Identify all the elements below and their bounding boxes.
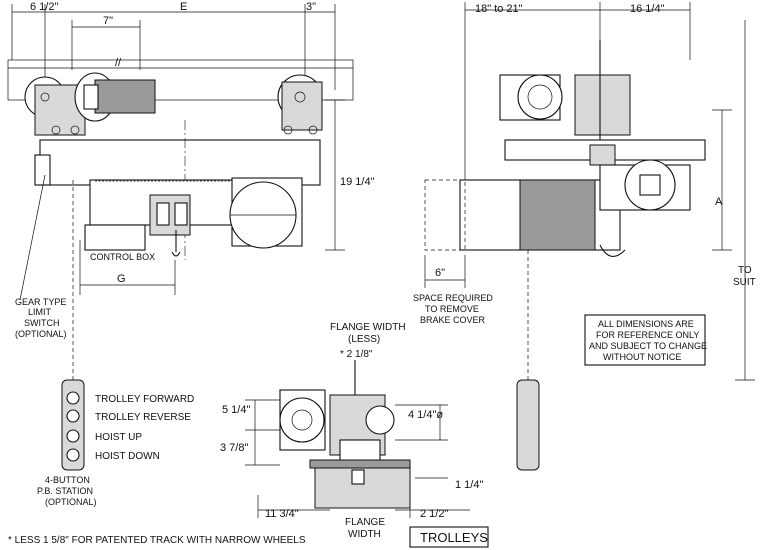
svg-text:(OPTIONAL): (OPTIONAL) bbox=[45, 497, 97, 507]
dim-G: G bbox=[117, 273, 126, 285]
dim-18-21: 18" to 21" bbox=[475, 3, 523, 15]
title: TROLLEYS bbox=[420, 530, 488, 545]
dim-E: E bbox=[180, 1, 187, 13]
button-trolley-forward: TROLLEY FORWARD bbox=[95, 394, 194, 405]
svg-text:ALL DIMENSIONS ARE: ALL DIMENSIONS ARE bbox=[598, 319, 694, 329]
dim-5-quarter: 5 1/4" bbox=[222, 404, 250, 416]
dim-7: 7" bbox=[103, 15, 113, 27]
svg-text:(LESS): (LESS) bbox=[348, 334, 380, 345]
trolley-end-detail bbox=[245, 360, 470, 518]
end-view bbox=[424, 2, 755, 471]
dim-A: A bbox=[715, 196, 723, 208]
svg-text:(OPTIONAL): (OPTIONAL) bbox=[15, 329, 67, 339]
svg-text:SPACE REQUIRED: SPACE REQUIRED bbox=[413, 293, 493, 303]
button-hoist-up: HOIST UP bbox=[95, 432, 142, 443]
flange-width-bottom-label: FLANGE WIDTH bbox=[345, 517, 385, 540]
svg-text:GEAR TYPE: GEAR TYPE bbox=[15, 297, 66, 307]
dim-6-half: 6 1/2" bbox=[30, 1, 58, 13]
dim-2-eighth: * 2 1/8" bbox=[340, 349, 373, 360]
svg-text:SUIT: SUIT bbox=[733, 277, 756, 288]
svg-text:P.B. STATION: P.B. STATION bbox=[37, 486, 93, 496]
dim-6: 6" bbox=[435, 267, 445, 279]
reference-note-box bbox=[584, 314, 706, 366]
dim-16-quarter: 16 1/4" bbox=[630, 3, 665, 15]
gear-limit-label: GEAR TYPE LIMIT SWITCH (OPTIONAL) bbox=[15, 297, 67, 339]
station-label: 4-BUTTON P.B. STATION (OPTIONAL) bbox=[37, 475, 97, 507]
dim-3: 3" bbox=[306, 1, 316, 13]
dim-4-quarter-dia: 4 1/4"ø bbox=[408, 409, 443, 421]
side-view: // bbox=[7, 4, 354, 380]
svg-text:AND SUBJECT TO CHANGE: AND SUBJECT TO CHANGE bbox=[589, 341, 707, 351]
dim-3-7-8: 3 7/8" bbox=[220, 442, 248, 454]
title-box bbox=[409, 526, 489, 548]
reference-note: ALL DIMENSIONS ARE FOR REFERENCE ONLY AN… bbox=[589, 319, 707, 362]
to-suit-label: TO SUIT bbox=[733, 265, 756, 288]
footnote: * LESS 1 5/8" FOR PATENTED TRACK WITH NA… bbox=[8, 535, 306, 546]
space-required-label: SPACE REQUIRED TO REMOVE BRAKE COVER bbox=[413, 293, 493, 325]
svg-text:TO REMOVE: TO REMOVE bbox=[425, 304, 479, 314]
pendant-station bbox=[61, 379, 85, 471]
svg-text:FLANGE: FLANGE bbox=[345, 517, 385, 528]
svg-text:4-BUTTON: 4-BUTTON bbox=[45, 475, 90, 485]
dim-11-3-4: 11 3/4" bbox=[265, 508, 299, 520]
flange-width-top-label: FLANGE WIDTH (LESS) bbox=[330, 322, 406, 345]
svg-text:WIDTH: WIDTH bbox=[348, 529, 381, 540]
break-mark: // bbox=[115, 57, 122, 69]
svg-text:WITHOUT NOTICE: WITHOUT NOTICE bbox=[603, 352, 681, 362]
dim-1-quarter: 1 1/4" bbox=[455, 479, 483, 491]
dim-2-half: 2 1/2" bbox=[420, 508, 448, 520]
dim-19-quarter: 19 1/4" bbox=[340, 176, 375, 188]
svg-text:FLANGE WIDTH: FLANGE WIDTH bbox=[330, 322, 406, 333]
svg-text:FOR REFERENCE ONLY: FOR REFERENCE ONLY bbox=[596, 330, 699, 340]
control-box-label: CONTROL BOX bbox=[90, 252, 155, 262]
svg-text:LIMIT: LIMIT bbox=[28, 307, 52, 317]
svg-text:SWITCH: SWITCH bbox=[24, 318, 60, 328]
button-trolley-reverse: TROLLEY REVERSE bbox=[95, 412, 191, 423]
svg-text:TO: TO bbox=[738, 265, 752, 276]
button-hoist-down: HOIST DOWN bbox=[95, 451, 160, 462]
svg-text:BRAKE COVER: BRAKE COVER bbox=[420, 315, 486, 325]
